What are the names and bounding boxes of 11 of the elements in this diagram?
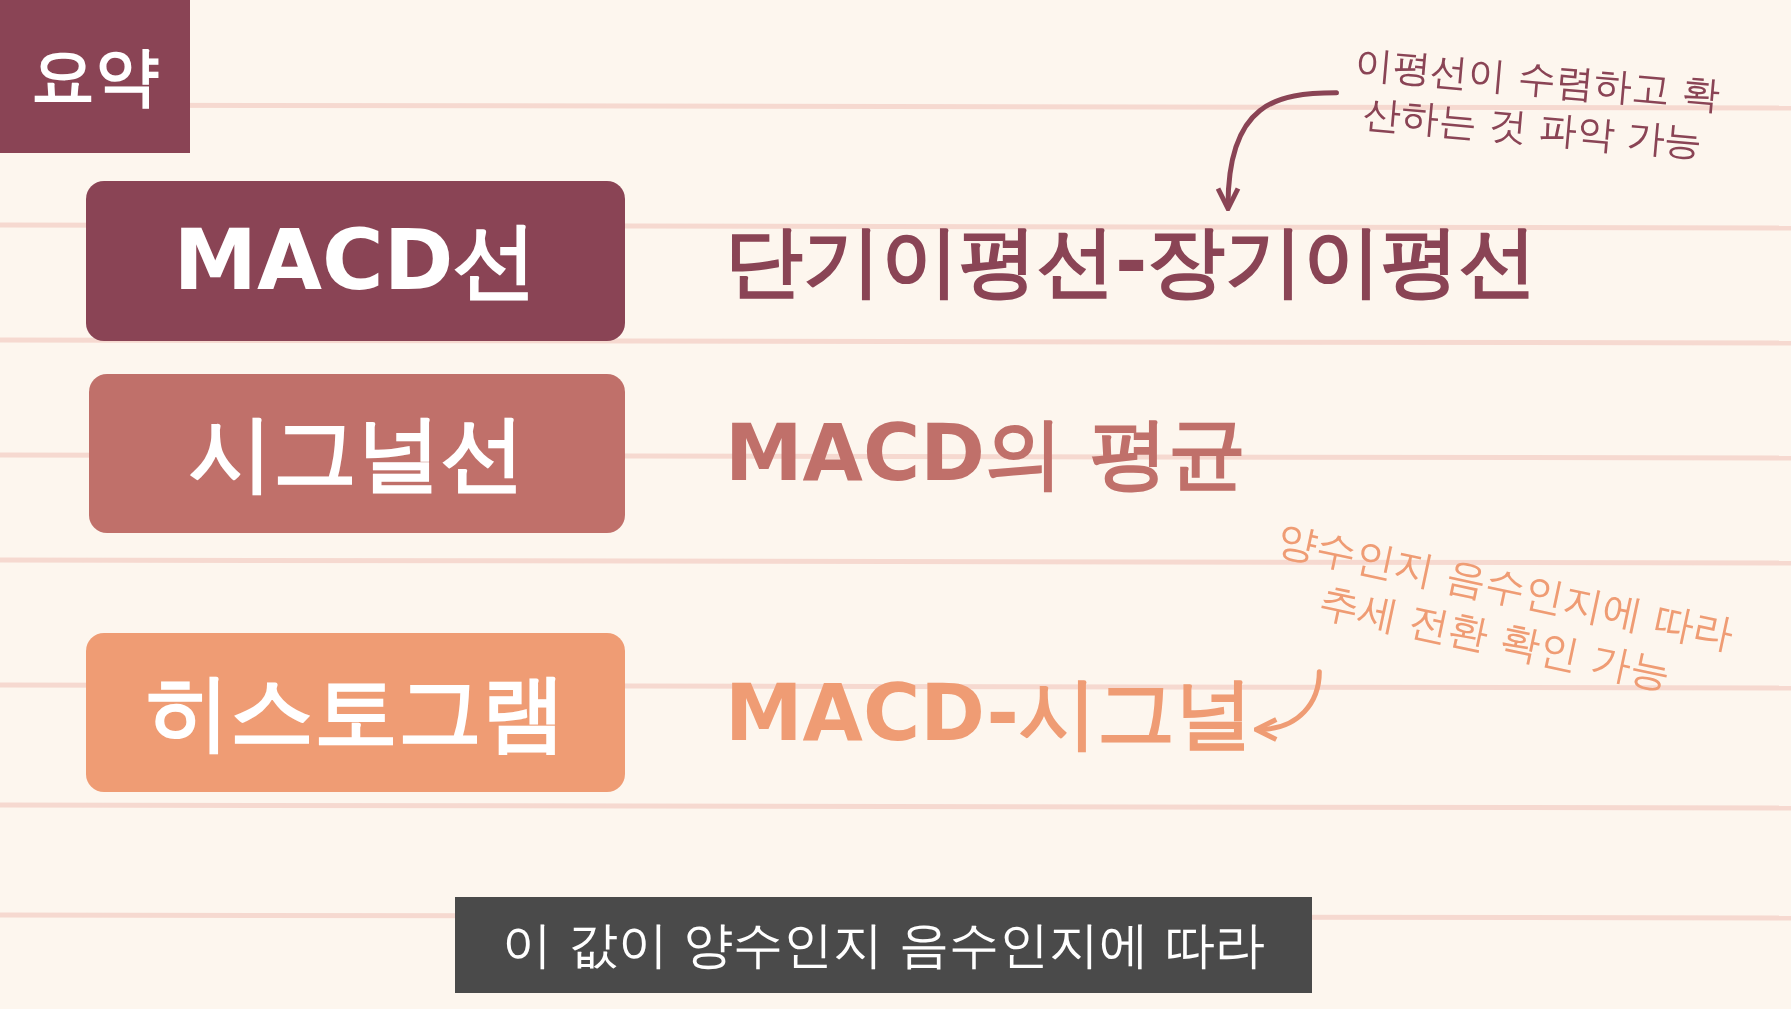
- title-box: 요약: [0, 0, 190, 153]
- handwritten-note: 이평선이 수렴하고 확산하는 것 파악 가능: [1331, 37, 1739, 171]
- definition-text: 단기이평선-장기이평선: [725, 210, 1538, 315]
- label-box: MACD선: [86, 181, 625, 341]
- definition-text: MACD의 평균: [725, 402, 1247, 507]
- curved-arrow: [1253, 669, 1322, 741]
- label-box: 시그널선: [89, 374, 625, 533]
- definition-text: MACD-시그널: [725, 662, 1253, 767]
- subtitle-caption: 이 값이 양수인지 음수인지에 따라: [455, 897, 1312, 993]
- label-box: 히스토그램: [86, 633, 625, 792]
- curved-arrow: [1216, 90, 1339, 211]
